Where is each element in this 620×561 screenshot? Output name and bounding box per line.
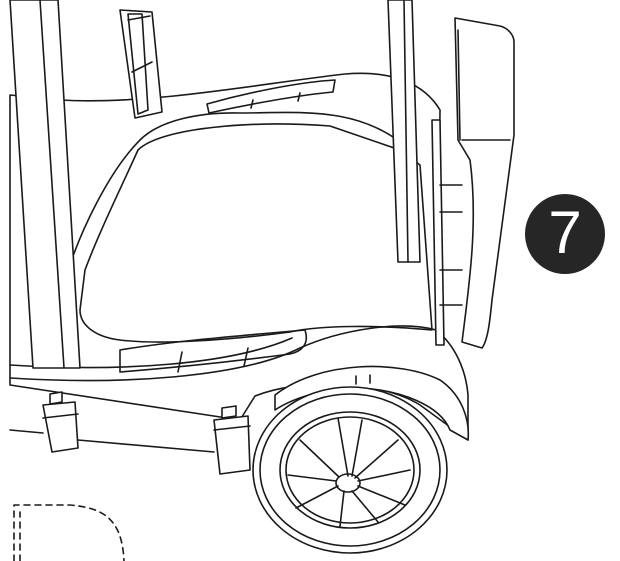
- dashed-part-outline: [13, 504, 125, 561]
- step-number-label: 7: [548, 199, 582, 266]
- step-number-badge: 7: [525, 194, 605, 274]
- cart-front-rim: [9, 325, 437, 382]
- side-bin: [454, 17, 515, 349]
- cart-deck-contour: [64, 111, 411, 281]
- wheel: [252, 386, 448, 554]
- right-post: [387, 0, 421, 263]
- rear-handle-slot: [206, 79, 336, 114]
- side-rail: [431, 119, 445, 346]
- left-post: [9, 0, 81, 369]
- cart-deck-recess: [79, 123, 433, 343]
- wheel-spokes: [287, 417, 411, 527]
- left-foot: [42, 401, 79, 453]
- middle-foot: [213, 415, 251, 475]
